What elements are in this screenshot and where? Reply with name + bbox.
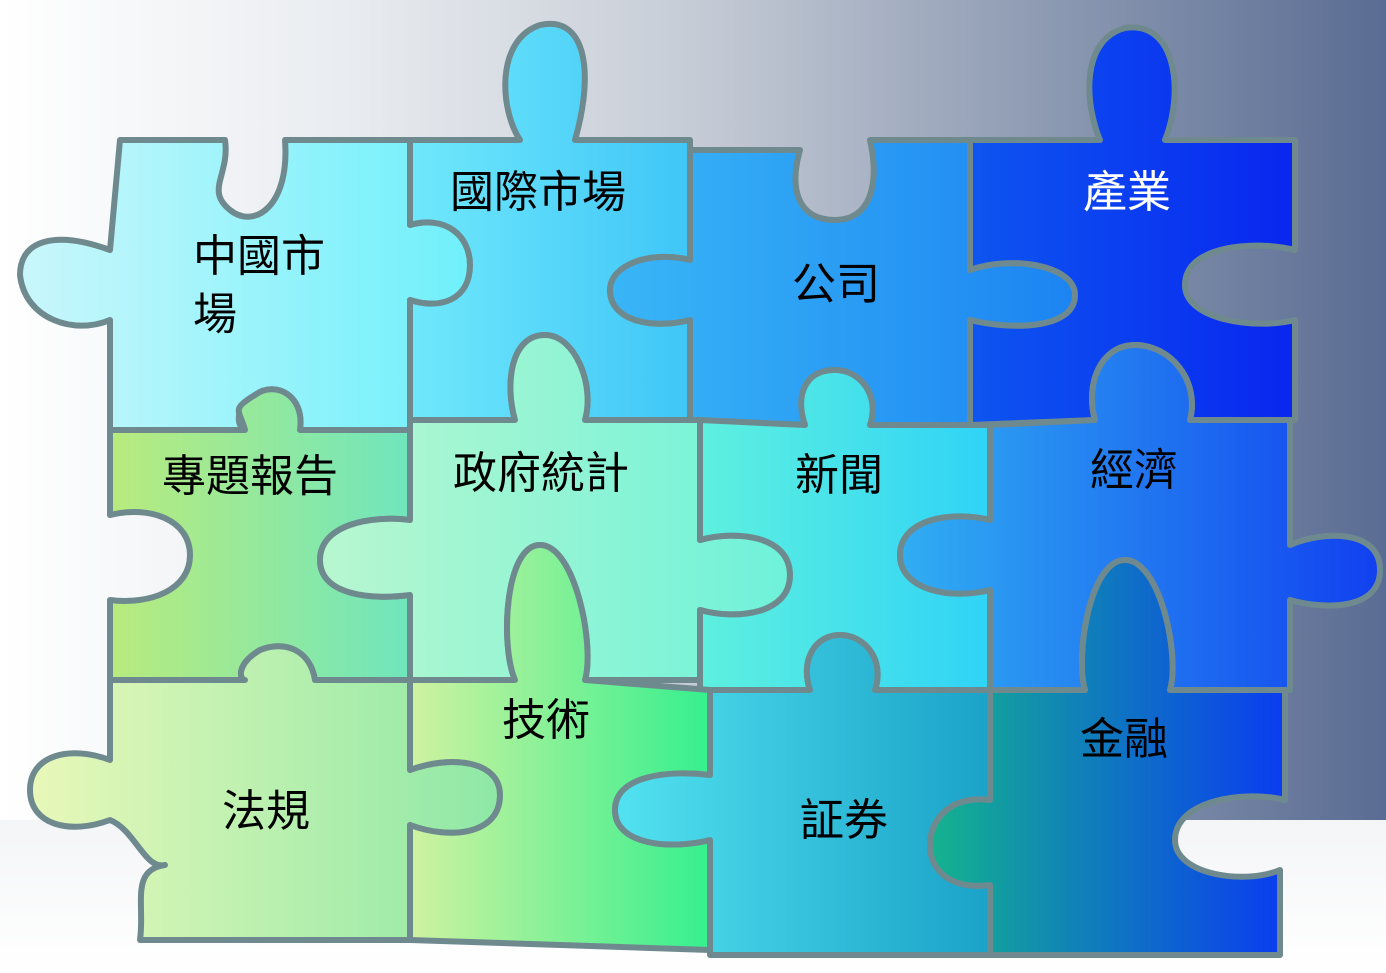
piece-label-economy[interactable]: 經濟	[1090, 445, 1178, 496]
piece-label-international-market[interactable]: 國際市場	[450, 167, 626, 218]
piece-label-government-statistics[interactable]: 政府統計	[453, 448, 629, 499]
piece-label-china-market[interactable]: 中國市場	[193, 231, 325, 340]
piece-label-company[interactable]: 公司	[792, 259, 880, 310]
piece-label-finance[interactable]: 金融	[1080, 714, 1168, 765]
piece-label-news[interactable]: 新聞	[795, 450, 883, 501]
piece-label-technology[interactable]: 技術	[502, 695, 590, 746]
piece-label-securities[interactable]: 証券	[800, 795, 888, 846]
piece-label-industry[interactable]: 產業	[1083, 167, 1171, 218]
piece-label-special-report[interactable]: 專題報告	[162, 451, 338, 502]
puzzle-piece-finance	[927, 557, 1288, 958]
piece-label-regulations[interactable]: 法規	[222, 786, 310, 837]
puzzle-piece-industry	[967, 24, 1298, 428]
